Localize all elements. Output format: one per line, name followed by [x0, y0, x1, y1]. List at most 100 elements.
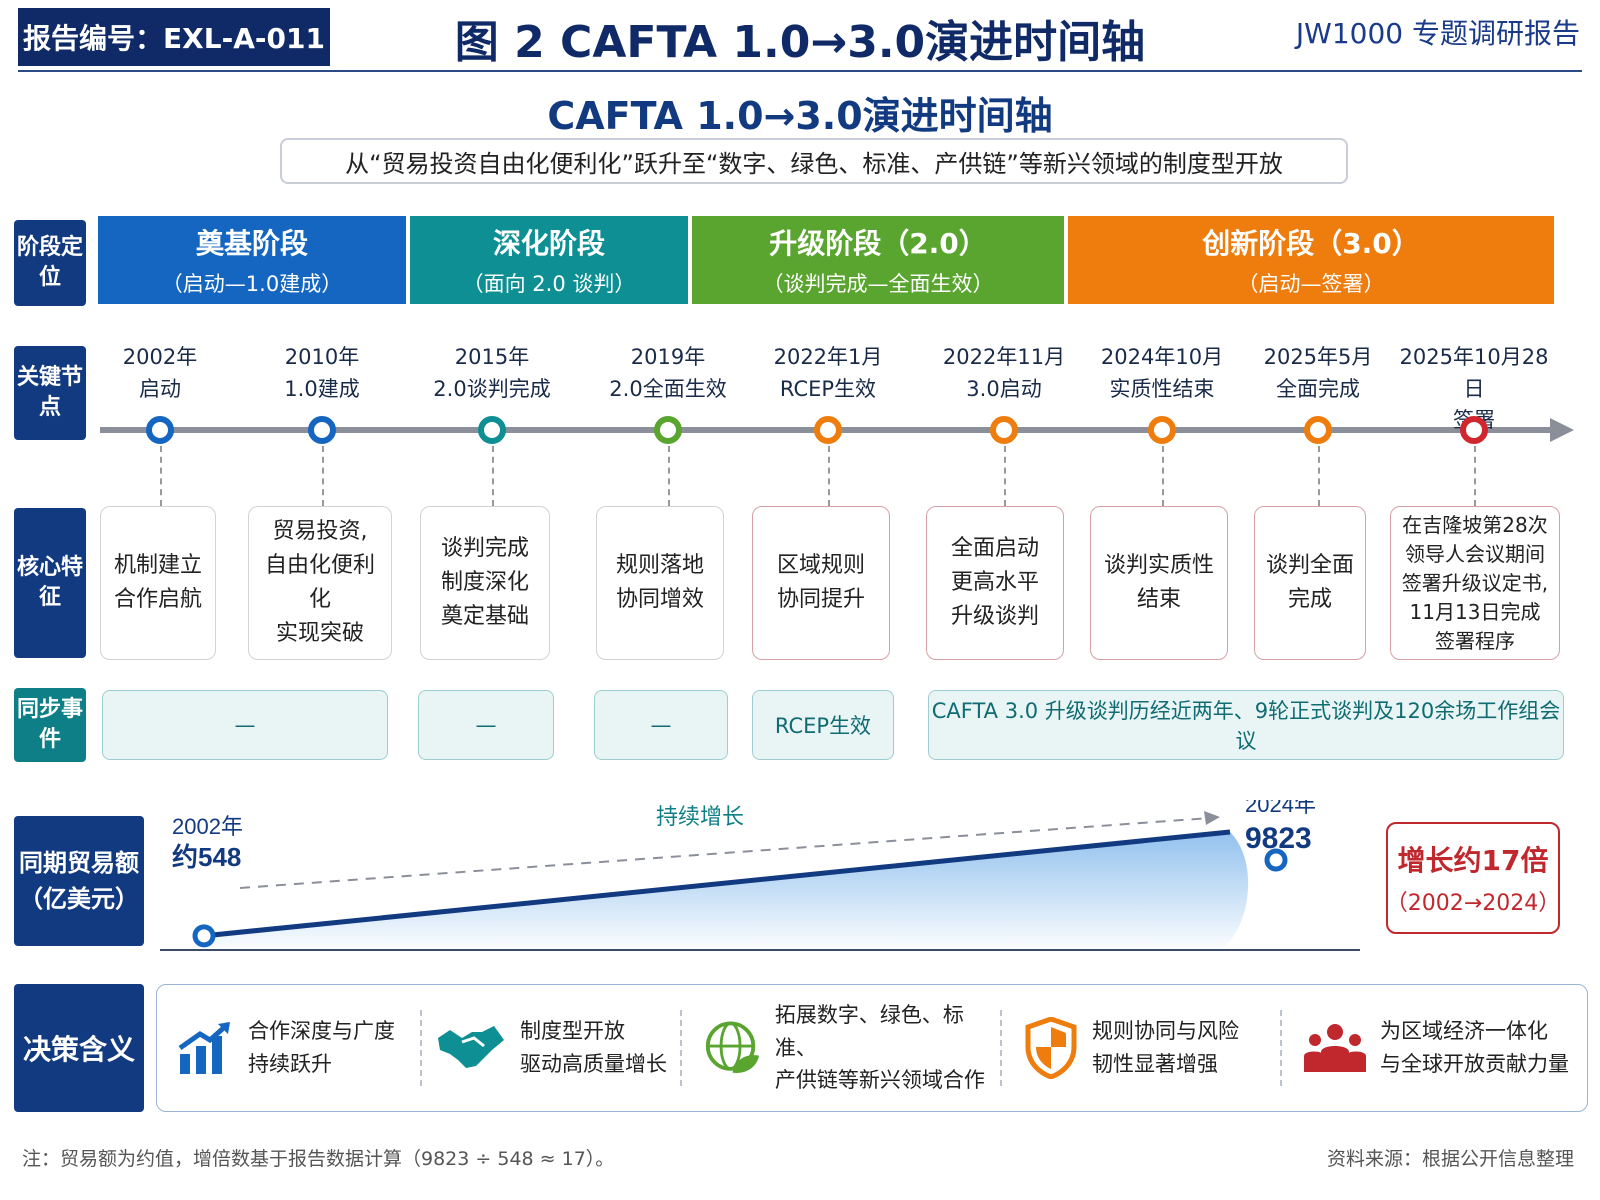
decision-divider — [680, 1010, 682, 1086]
milestone-node — [146, 416, 174, 444]
decision-item: 为区域经济一体化与全球开放贡献力量 — [1304, 1000, 1584, 1096]
shield-icon — [1025, 1017, 1077, 1079]
phase-upgrade: 升级阶段（2.0） （谈判完成—全面生效） — [692, 216, 1064, 304]
feature-text-line: 谈判全面 — [1265, 552, 1354, 578]
growth-headline: 增长约17倍 — [1397, 844, 1549, 877]
milestone-event: 全面完成 — [1276, 376, 1360, 401]
data-point-2002 — [192, 924, 216, 948]
milestone-date: 2010年 — [284, 345, 360, 369]
feature-text-line: 机制建立 — [113, 552, 202, 578]
sync-event: RCEP生效 — [752, 690, 894, 760]
milestone-node — [990, 416, 1018, 444]
feature-text-line: 协同提升 — [776, 587, 865, 612]
milestone-label: 2025年10月28日签署 — [1399, 342, 1549, 437]
feature-text-line: 在吉隆坡第28次 — [1402, 512, 1548, 537]
decision-divider — [1000, 1010, 1002, 1086]
phase-deepening: 深化阶段 （面向 2.0 谈判） — [410, 216, 688, 304]
milestone-node — [1304, 416, 1332, 444]
milestone-node — [654, 416, 682, 444]
milestone-connector — [322, 446, 324, 506]
header-divider — [18, 70, 1582, 72]
phase-name: 奠基阶段 — [195, 227, 308, 260]
feature-text-line: 完成 — [1287, 587, 1332, 612]
start-value-label: 约548 — [172, 842, 241, 872]
feature-text-line: 贸易投资, — [272, 518, 368, 544]
feature-text-line: 自由化便利化 — [264, 552, 375, 612]
trade-area-fill — [204, 831, 1249, 950]
phase-innovation: 创新阶段（3.0） （启动—签署） — [1068, 216, 1554, 304]
milestone-connector — [492, 446, 494, 506]
sync-event: — — [102, 690, 388, 760]
row-label-trade: 同期贸易额（亿美元） — [14, 816, 144, 946]
milestone-event: 2.0谈判完成 — [433, 376, 551, 401]
feature-card: 全面启动更高水平升级谈判 — [926, 506, 1064, 660]
decision-text-line: 合作深度与广度 — [248, 1019, 395, 1044]
feature-text-line: 领导人会议期间 — [1405, 541, 1545, 566]
milestone-label: 2025年5月全面完成 — [1243, 342, 1393, 405]
decision-item: 规则协同与风险韧性显著增强 — [1024, 1000, 1274, 1096]
milestone-date: 2002年 — [122, 345, 198, 369]
feature-text-line: 实现突破 — [275, 621, 364, 647]
milestone-date: 2025年10月28日 — [1399, 345, 1549, 401]
feature-text-line: 制度深化 — [440, 569, 529, 595]
feature-card: 贸易投资, 自由化便利化实现突破 — [248, 506, 392, 660]
feature-text-line: 全面启动 — [950, 535, 1039, 561]
milestone-connector — [1318, 446, 1320, 506]
decision-item: 拓展数字、绿色、标准、产供链等新兴领域合作 — [704, 1000, 994, 1096]
phase-foundation: 奠基阶段 （启动—1.0建成） — [98, 216, 406, 304]
phase-desc: （面向 2.0 谈判） — [462, 272, 636, 296]
feature-text-line: 11月13日完成 — [1409, 599, 1541, 624]
feature-text-line: 签署程序 — [1435, 628, 1515, 653]
milestone-event: 实质性结束 — [1109, 376, 1215, 401]
milestone-event: 2.0全面生效 — [609, 376, 727, 401]
feature-card: 谈判全面完成 — [1254, 506, 1366, 660]
feature-text-line: 合作启航 — [113, 587, 202, 612]
phase-desc: （启动—签署） — [1237, 272, 1385, 296]
start-year-label: 2002年 — [172, 814, 243, 839]
milestone-connector — [1474, 446, 1476, 506]
milestone-label: 2024年10月实质性结束 — [1087, 342, 1237, 405]
feature-card: 谈判实质性结束 — [1090, 506, 1228, 660]
milestone-label: 2015年 2.0谈判完成 — [417, 342, 567, 405]
data-point-2024 — [1264, 848, 1288, 872]
growth-arrowhead-icon — [1204, 811, 1220, 825]
phase-desc: （启动—1.0建成） — [161, 272, 343, 296]
decision-item: 合作深度与广度持续跃升 — [176, 1000, 416, 1096]
decision-item: 制度型开放驱动高质量增长 — [436, 1000, 676, 1096]
source-note: 资料来源：根据公开信息整理 — [1326, 1148, 1574, 1170]
phase-name: 升级阶段（2.0） — [769, 227, 987, 260]
end-year-label: 2024年 — [1245, 800, 1316, 817]
feature-card: 谈判完成制度深化奠定基础 — [420, 506, 550, 660]
milestone-connector — [668, 446, 670, 506]
milestone-node — [308, 416, 336, 444]
feature-text-line: 奠定基础 — [440, 604, 529, 630]
feature-text-line: 规则落地 — [615, 552, 704, 578]
milestone-event: 3.0启动 — [966, 376, 1042, 401]
bar-chart-up-icon — [178, 1022, 230, 1074]
sync-event: — — [594, 690, 728, 760]
milestone-connector — [1004, 446, 1006, 506]
milestone-label: 2002年启动 — [85, 342, 235, 405]
handshake-icon — [438, 1026, 504, 1068]
row-label-sync: 同步事件 — [14, 688, 86, 762]
decision-text-line: 产供链等新兴领域合作 — [774, 1068, 985, 1093]
feature-card: 机制建立合作启航 — [100, 506, 216, 660]
milestone-date: 2015年 — [454, 345, 530, 369]
phase-name: 创新阶段（3.0） — [1202, 227, 1420, 260]
milestone-connector — [1162, 446, 1164, 506]
trade-volume-chart: 持续增长 2002年 约548 2024年 9823 — [160, 800, 1360, 951]
row-label-key-nodes: 关键节点 — [14, 346, 86, 440]
milestone-connector — [828, 446, 830, 506]
globe-leaf-icon — [705, 1021, 760, 1073]
feature-text-line: 区域规则 — [776, 552, 865, 578]
sync-event: — — [418, 690, 554, 760]
feature-text-line: 更高水平 — [950, 569, 1039, 595]
brand-label: JW1000 专题调研报告 — [1295, 17, 1580, 50]
feature-text-line: 协同增效 — [615, 587, 704, 612]
decision-panel — [156, 984, 1588, 1112]
decision-text-line: 与全球开放贡献力量 — [1380, 1052, 1569, 1076]
growth-annotation: 持续增长 — [656, 804, 744, 829]
